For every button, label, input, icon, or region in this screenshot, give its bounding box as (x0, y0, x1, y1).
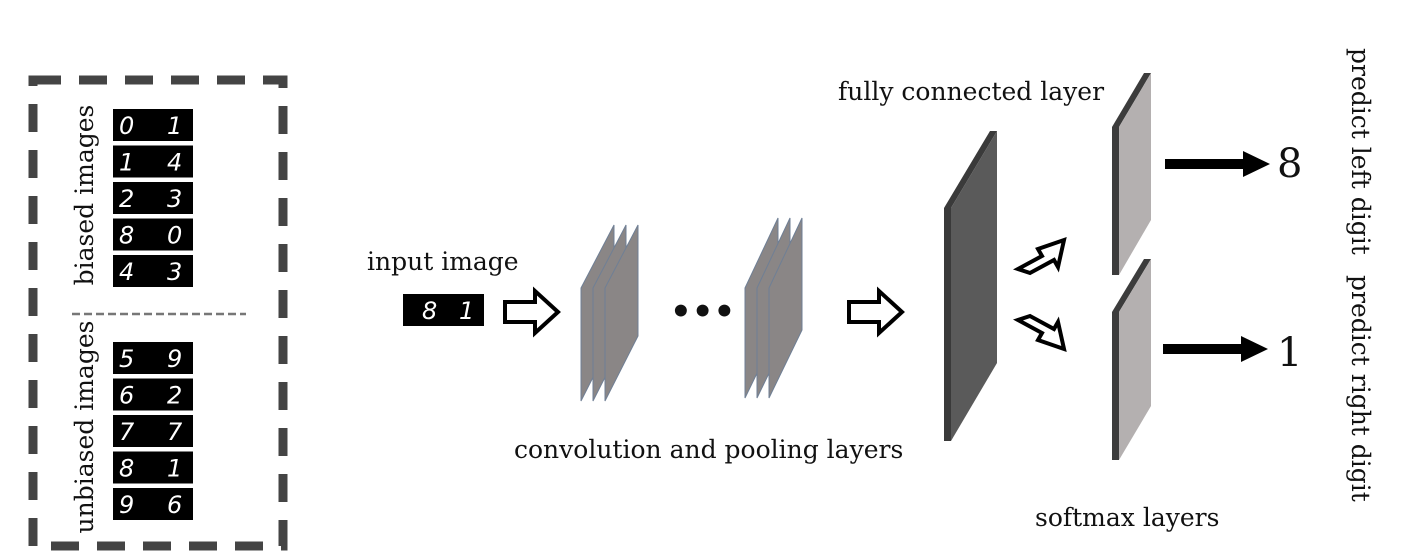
unbiased-image-digit: 1 (167, 455, 182, 483)
biased-image-digit: 2 (119, 185, 134, 213)
biased-image-digit: 1 (119, 149, 134, 177)
biased-image-digit: 4 (167, 149, 182, 177)
biased-image-tile (113, 255, 193, 287)
biased-image-digit: 3 (167, 258, 182, 286)
biased-image-digit: 0 (119, 112, 134, 140)
ellipsis-dots: ••• (670, 292, 735, 332)
conv-layers-label: convolution and pooling layers (514, 435, 903, 464)
unbiased-image-tile (113, 378, 193, 411)
unbiased-image-digit: 7 (167, 418, 183, 446)
unbiased-image-tile (113, 488, 193, 520)
unbiased-image-tile (113, 415, 193, 447)
biased-image-digit: 1 (167, 112, 182, 140)
fc-layer-label: fully connected layer (838, 77, 1104, 106)
biased-image-digit: 8 (119, 222, 134, 250)
input-image-right-digit: 1 (459, 297, 474, 325)
unbiased-image-digit: 7 (119, 418, 135, 446)
fc-to-softmax-bottom-arrow (1012, 313, 1067, 353)
biased-image-digit: 4 (119, 258, 134, 286)
unbiased-image-digit: 8 (119, 455, 134, 483)
unbiased-image-digit: 9 (119, 491, 134, 519)
input-image-label: input image (367, 247, 519, 276)
biased-image-tile (113, 218, 193, 251)
conv-layer-stack-1 (580, 224, 639, 402)
unbiased-image-digit: 5 (119, 345, 134, 373)
fully-connected-layer (944, 131, 997, 441)
biased-image-grid: 0 1 1 4 2 3 8 0 4 3 (113, 109, 193, 287)
unbiased-image-digit: 6 (119, 382, 134, 410)
unbiased-image-tile (113, 451, 193, 484)
softmax-layer-bottom (1112, 259, 1151, 460)
unbiased-image-grid: 5 9 6 2 7 7 8 1 9 6 (113, 342, 193, 520)
dataset-dashed-box (28, 75, 288, 551)
biased-image-tile (113, 145, 193, 178)
unbiased-image-digit: 9 (167, 345, 182, 373)
left-output-arrow (1165, 151, 1270, 177)
left-output-digit: 8 (1277, 141, 1302, 187)
biased-images-label: biased images (70, 105, 99, 286)
biased-image-digit: 3 (167, 185, 182, 213)
right-output-arrow (1163, 336, 1268, 362)
unbiased-image-digit: 2 (167, 382, 182, 410)
predict-right-digit-label: predict right digit (1346, 275, 1375, 502)
unbiased-image-tile (113, 342, 193, 374)
softmax-layer-top (1112, 73, 1151, 275)
conv-layer-stack-2 (744, 217, 803, 399)
unbiased-images-label: unbiased images (70, 321, 99, 534)
input-to-conv-arrow (503, 286, 561, 338)
input-image-left-digit: 8 (422, 297, 437, 325)
softmax-layers-label: softmax layers (1035, 503, 1219, 532)
conv-to-fc-arrow (847, 286, 905, 338)
predict-left-digit-label: predict left digit (1346, 48, 1375, 255)
fc-to-softmax-top-arrow (1012, 236, 1067, 276)
unbiased-image-digit: 6 (167, 491, 182, 519)
biased-image-digit: 0 (167, 222, 182, 250)
biased-image-tile (113, 182, 193, 214)
right-output-digit: 1 (1277, 330, 1302, 376)
input-image: 8 1 (403, 294, 484, 326)
biased-image-tile (113, 109, 193, 141)
